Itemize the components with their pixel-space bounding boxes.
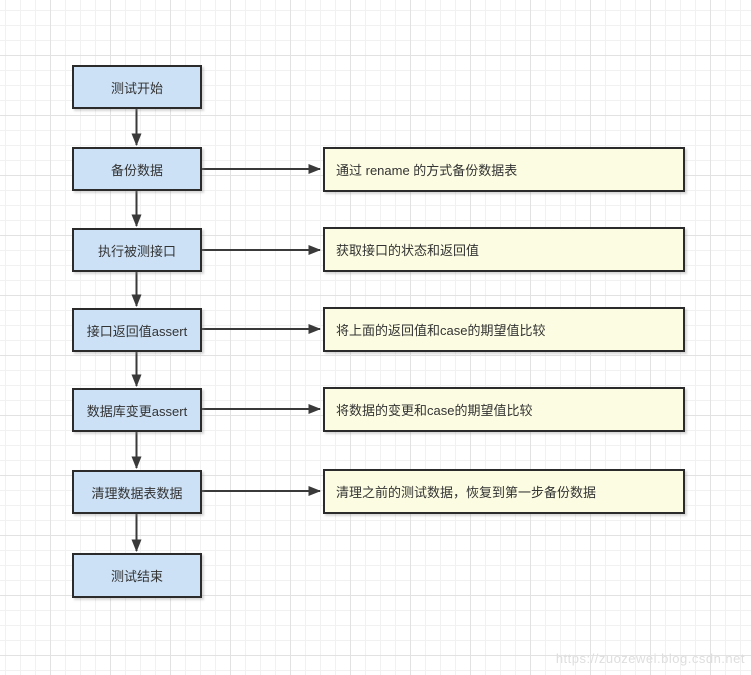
flow-node-interface-return-assert: 接口返回值assert (72, 308, 202, 352)
flow-note-compare-db-change: 将数据的变更和case的期望值比较 (323, 387, 685, 432)
flow-note-clean-restore: 清理之前的测试数据，恢复到第一步备份数据 (323, 469, 685, 514)
watermark-url: https://zuozewei.blog.csdn.net (555, 651, 745, 666)
flow-node-db-change-assert: 数据库变更assert (72, 388, 202, 432)
flow-node-test-start: 测试开始 (72, 65, 202, 109)
flow-node-backup-data: 备份数据 (72, 147, 202, 191)
flow-node-test-end: 测试结束 (72, 553, 202, 598)
flow-node-clean-table-data: 清理数据表数据 (72, 470, 202, 514)
flow-note-compare-return: 将上面的返回值和case的期望值比较 (323, 307, 685, 352)
flow-node-execute-interface: 执行被测接口 (72, 228, 202, 272)
flow-note-backup-method: 通过 rename 的方式备份数据表 (323, 147, 685, 192)
flow-note-get-status-return: 获取接口的状态和返回值 (323, 227, 685, 272)
